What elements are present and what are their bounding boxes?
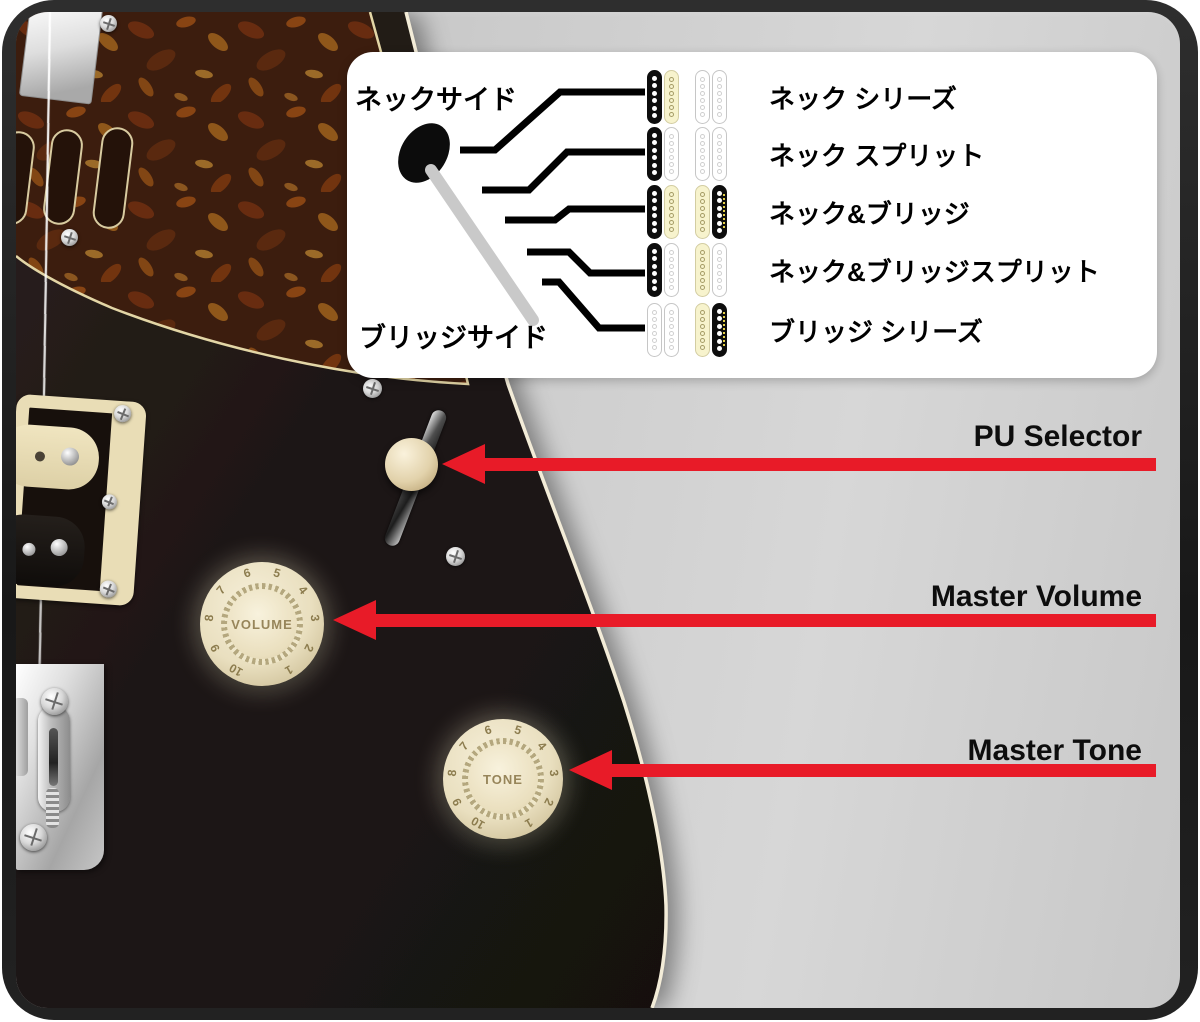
volume-knob-label: VOLUME: [231, 616, 293, 632]
tone-knob-label: TONE: [483, 771, 523, 787]
coil-icon-yellow: [695, 243, 710, 297]
bridge-pickup-icon: [695, 185, 727, 239]
knob-scale-number: 3: [307, 613, 322, 622]
coil-icon-white: [695, 127, 710, 181]
master-volume-arrow-shaft: [376, 614, 1156, 627]
coil-icon-yellow: [695, 185, 710, 239]
legend-row-label: ネック スプリット: [769, 140, 985, 171]
pickguard-slots: [16, 127, 134, 229]
coil-icon-white: [664, 303, 679, 357]
neck-pickup-icon: [647, 185, 679, 239]
connector-line-5: [542, 278, 645, 332]
knob-scale-number: 8: [202, 613, 217, 622]
bridge-pickup-icon: [695, 127, 727, 181]
legend-row: ネック&ブリッジスプリット: [647, 242, 1100, 298]
coil-icon-yellow: [664, 70, 679, 124]
saddle-slot: [49, 728, 58, 786]
neck-side-label: ネックサイド: [355, 85, 517, 115]
chrome-neck-plate: [19, 12, 103, 105]
neck-pickup-icon: [647, 243, 679, 297]
lever-tip-icon: [398, 123, 450, 183]
coil-icon-yellow: [695, 303, 710, 357]
master-tone-label: Master Tone: [967, 734, 1142, 767]
coil-icon-yellow: [664, 185, 679, 239]
pickguard-screw: [363, 379, 382, 398]
master-volume-arrow-icon: [333, 600, 376, 640]
coil-icon-black: [647, 70, 662, 124]
knob-scale-number: 8: [445, 768, 460, 778]
bridge-plate: [16, 664, 104, 870]
coil-icon-white: [647, 303, 662, 357]
connector-line-3: [505, 205, 645, 224]
coil-icon-black: [647, 243, 662, 297]
coil-icon-white: [712, 243, 727, 297]
bridge-screw: [20, 824, 47, 851]
master-tone-arrow-icon: [569, 750, 612, 790]
volume-knob-cap: VOLUME: [227, 589, 297, 659]
legend-row-label: ネック シリーズ: [769, 83, 957, 114]
coil-icon-white: [712, 127, 727, 181]
bridge-pickup-icon: [695, 303, 727, 357]
pickguard-screw: [100, 15, 117, 32]
legend-row: ネック スプリット: [647, 126, 984, 182]
bridge-screw: [41, 688, 68, 715]
legend-connector-lines: [398, 88, 645, 332]
bridge-side-label: ブリッジサイド: [359, 323, 548, 353]
coil-icon-white: [664, 243, 679, 297]
connector-line-1: [460, 88, 645, 154]
legend-row: ネック&ブリッジ: [647, 184, 970, 240]
body-binding: [404, 12, 668, 1008]
lever-shaft-icon: [425, 164, 539, 326]
tone-knob-cap: TONE: [468, 744, 538, 814]
pu-selector-arrow-shaft: [484, 458, 1156, 471]
neck-pickup-icon: [647, 303, 679, 357]
connector-line-4: [527, 248, 645, 277]
coil-icon-white: [695, 70, 710, 124]
neck-pickup-icon: [647, 127, 679, 181]
coil-icon-white: [664, 127, 679, 181]
legend-row: ブリッジ シリーズ: [647, 302, 983, 358]
pu-selector-arrow-icon: [442, 444, 485, 484]
bridge-pickup-icon: [695, 70, 727, 124]
humbucker-pickup: [16, 393, 147, 607]
master-tone-arrow-shaft: [612, 764, 1156, 777]
master-volume-label: Master Volume: [930, 580, 1142, 613]
coil-icon-black: [647, 127, 662, 181]
coil-icon-white: [712, 70, 727, 124]
pu-selector-label: PU Selector: [973, 420, 1142, 453]
pickguard-screw: [446, 547, 465, 566]
selector-knob[interactable]: [385, 438, 438, 491]
coil-icon-black-logo: [712, 185, 727, 239]
coil-icon-black-logo: [712, 303, 727, 357]
pickguard-screw: [61, 229, 78, 246]
neck-pickup-icon: [647, 70, 679, 124]
connector-line-2: [482, 148, 645, 194]
legend-row-label: ネック&ブリッジ: [769, 198, 970, 229]
legend-row: ネック シリーズ: [647, 69, 957, 125]
bridge-pickup-icon: [695, 243, 727, 297]
bridge-saddle-side: [16, 698, 28, 776]
selector-legend-box: ネックサイド ブリッジサイド ネック シリーズネック スプリットネック&ブリッジ…: [347, 52, 1157, 378]
legend-row-label: ネック&ブリッジスプリット: [769, 256, 1100, 287]
knob-scale-number: 3: [546, 768, 561, 778]
intonation-spring-screw: [46, 788, 59, 828]
legend-row-label: ブリッジ シリーズ: [769, 316, 983, 347]
coil-icon-black: [647, 185, 662, 239]
